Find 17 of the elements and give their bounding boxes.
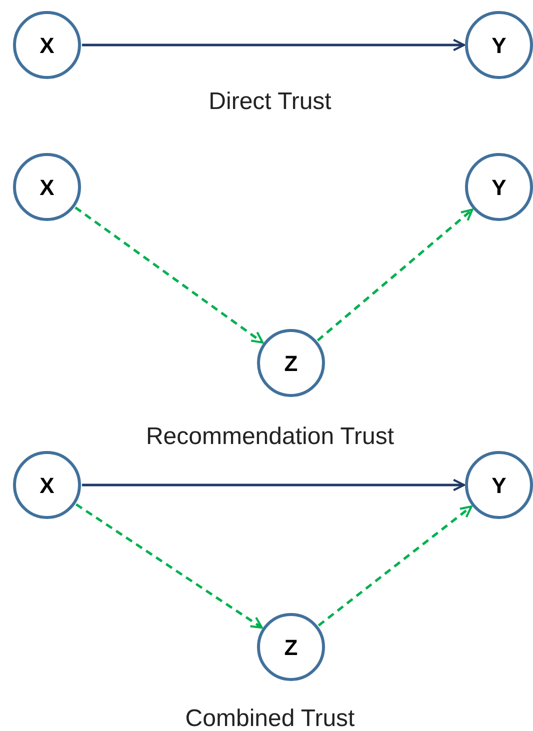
node-label: Y xyxy=(492,32,506,60)
arrow xyxy=(318,505,472,626)
arrow xyxy=(82,478,466,492)
diagram-caption: Combined Trust xyxy=(185,704,355,731)
node-label: Y xyxy=(492,472,506,500)
node-label: Y xyxy=(492,174,506,202)
node-label: Z xyxy=(284,634,298,662)
node-label: X xyxy=(40,472,54,500)
diagram-caption: Recommendation Trust xyxy=(146,422,394,452)
arrow xyxy=(74,206,264,344)
node-label: Z xyxy=(284,350,298,378)
arrow xyxy=(316,208,474,342)
node-label: X xyxy=(40,32,54,60)
arrow xyxy=(82,38,466,52)
node-label: X xyxy=(40,174,54,202)
arrow xyxy=(75,503,263,629)
diagram-caption: Direct Trust xyxy=(208,87,332,117)
